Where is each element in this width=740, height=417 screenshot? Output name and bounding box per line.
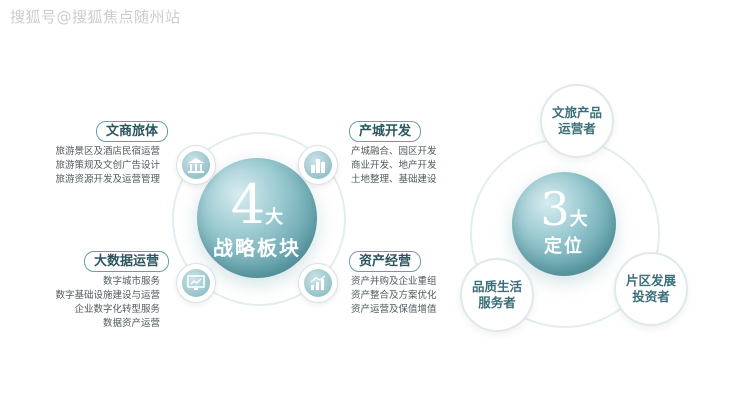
sector-desc-culture-tourism: 旅游景区及酒店民宿运营 旅游策规及文创广告设计 旅游资源开发及运营管理 [55,145,160,187]
sector-desc-asset-management: 资产并购及企业重组 资产整合及方案优化 资产运营及保值增值 [351,275,437,317]
role-line: 运营者 [558,121,596,136]
monitor-chart-icon-node [176,263,216,303]
desc-line: 土地整理、基础建设 [351,174,437,185]
desc-line: 资产并购及企业重组 [351,276,437,287]
center-number: 4 [230,173,266,236]
positioning-suffix: 大 [569,209,588,230]
growth-chart-icon [304,269,332,297]
positioning-number: 3 [540,182,570,236]
desc-line: 旅游策规及文创广告设计 [55,160,160,171]
monitor-chart-icon [182,269,210,297]
desc-line: 数字基础设施建设与运营 [55,290,160,301]
role-line: 片区发展 [625,273,676,288]
desc-line: 商业开发、地产开发 [351,160,437,171]
center-subtitle: 战略板块 [213,236,301,260]
sector-desc-industry-city: 产城融合、园区开发 商业开发、地产开发 土地整理、基础建设 [351,145,437,187]
sector-desc-big-data: 数字城市服务 数字基础设施建设与运营 企业数字化转型服务 数据资产运营 [55,275,160,331]
building-icon [182,151,210,179]
sector-title-big-data: 大数据运营 [84,251,170,272]
desc-line: 旅游景区及酒店民宿运营 [55,146,160,157]
desc-line: 资产运营及保值增值 [351,304,437,315]
positioning-subtitle: 定位 [544,236,584,257]
role-tourism-operator: 文旅产品运营者 [540,84,614,158]
desc-line: 旅游资源开发及运营管理 [55,174,160,185]
role-district-investor: 片区发展投资者 [614,252,688,326]
growth-chart-icon-node [298,263,338,303]
building-icon-node [176,145,216,185]
city-icon-node [298,145,338,185]
desc-line: 数据资产运营 [102,318,160,329]
desc-line: 企业数字化转型服务 [74,304,160,315]
sector-ring [172,132,346,306]
positioning-center-orb: 3大 定位 [512,172,616,276]
watermark: 搜狐号@搜狐焦点随州站 [10,8,181,26]
sector-title-culture-tourism: 文商旅体 [96,121,169,142]
desc-line: 数字城市服务 [102,276,160,287]
desc-line: 产城融合、园区开发 [351,146,437,157]
role-line: 服务者 [478,295,516,310]
strategy-center-orb: 4大 战略板块 [197,158,317,278]
sector-title-industry-city: 产城开发 [349,121,422,142]
center-suffix: 大 [265,207,284,228]
desc-line: 资产整合及方案优化 [351,290,437,301]
role-line: 品质生活 [471,279,522,294]
city-icon [304,151,332,179]
sector-title-asset-management: 资产经营 [349,251,422,272]
role-line: 文旅产品 [551,105,602,120]
role-line: 投资者 [632,289,670,304]
role-life-service: 品质生活服务者 [460,258,534,332]
